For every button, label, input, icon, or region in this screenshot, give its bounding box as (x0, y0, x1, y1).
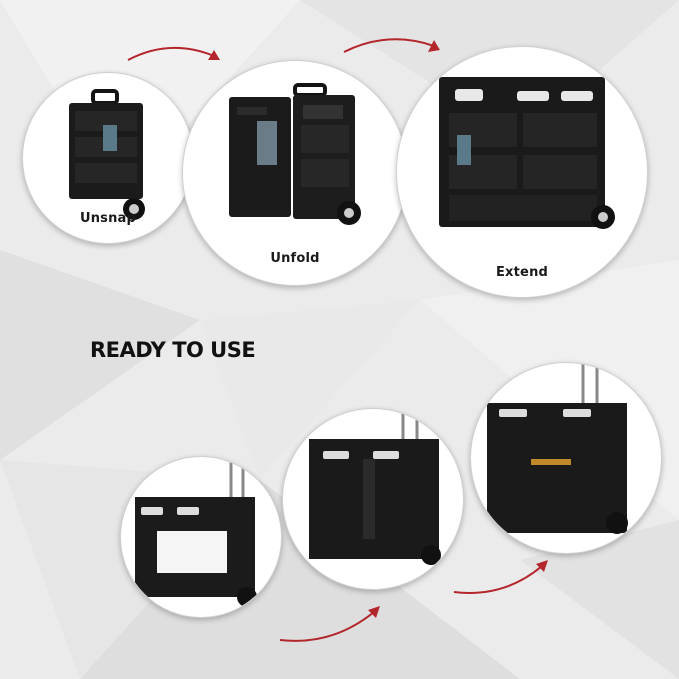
step-circle-unsnap: Unsnap (22, 72, 194, 244)
cart-with-divider-image (309, 409, 441, 565)
ready-circle-2 (282, 408, 464, 590)
step-label-unsnap: Unsnap (79, 211, 137, 226)
folded-cart-image (69, 89, 145, 220)
step-label-unfold: Unfold (270, 251, 320, 266)
curved-arrow-icon (279, 606, 380, 642)
ready-circle-3 (470, 362, 662, 554)
step-label-extend: Extend (495, 265, 549, 280)
extended-cart-image (439, 77, 615, 229)
curved-arrow-icon (343, 38, 440, 53)
ready-to-use-headline: READY TO USE (90, 338, 256, 362)
step-circle-extend: Extend (396, 46, 648, 298)
cart-extended-handle-image (487, 363, 628, 534)
curved-arrow-icon (453, 560, 548, 594)
unfolding-cart-image (229, 83, 361, 225)
ready-circle-1 (120, 456, 282, 618)
cart-handle-up-image (135, 457, 257, 607)
step-circle-unfold: Unfold (182, 60, 408, 286)
curved-arrow-icon (127, 47, 220, 61)
